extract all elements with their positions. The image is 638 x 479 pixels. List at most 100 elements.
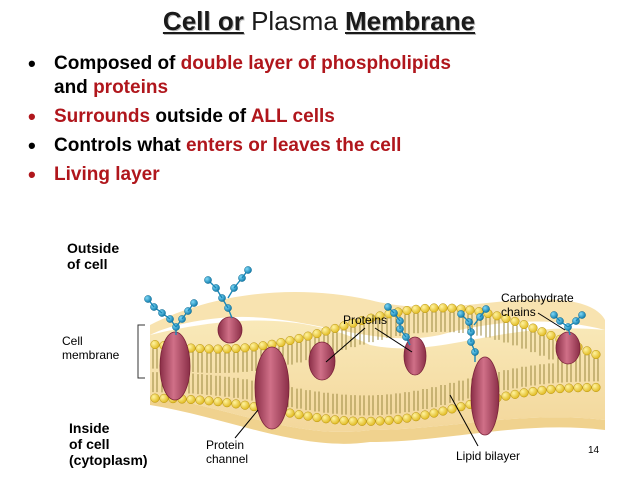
lipid-head [375,311,385,321]
bullet-item: and proteins [26,76,626,100]
bullet-item: •Living layer [26,163,626,187]
title-part-cell-or: Cell or [162,6,244,36]
lipid-head [411,412,421,422]
bullet-text: Composed of [54,53,181,74]
sugar-bead [550,311,558,319]
lipid-head [582,382,592,393]
bullet-dot: • [28,162,36,187]
protein [470,356,500,436]
lipid-head [519,388,529,398]
bullet-text: and [54,77,94,98]
carbohydrate-pointer [537,312,566,331]
lipid-head [384,415,394,425]
lipid-head [501,313,511,324]
carbohydrate-chains [144,266,586,362]
lipid-head [348,318,358,328]
lipid-head [438,406,448,416]
lipid-head [447,404,457,414]
lipid-head [150,340,160,350]
cell-membrane-bracket [137,324,145,379]
lipid-head [429,303,439,313]
lipid-head [582,346,592,356]
lipid-head [375,416,385,426]
lipid-head [339,321,349,331]
lipid-head [231,399,241,409]
lipid-head [222,344,232,354]
lipid-head [195,395,205,405]
lipid-head [285,336,295,346]
lipid-head [528,323,538,333]
sugar-bead [457,310,465,318]
lipid-head [303,331,313,341]
membrane-proteins [159,316,581,436]
lipid-head [312,413,322,423]
lipid-head [393,414,403,424]
lipid-head [150,393,160,403]
sugar-bead [190,299,198,307]
lipid-head [321,414,331,424]
lipid-head [294,410,304,420]
title-part-plasma: Plasma [251,6,338,36]
lipid-head [231,343,241,354]
lipid-head [528,386,538,396]
lipid-head [519,320,529,330]
lipid-bilayer-pointer [449,394,479,447]
protein [308,341,336,381]
lipid-head [303,411,313,421]
lipid-head [357,416,367,426]
lipid-head [276,338,286,348]
lipid-head [555,384,565,394]
proteins-pointer-2 [374,327,413,353]
lipid-head [357,316,367,326]
lipid-head [501,391,511,401]
lipid-head [447,303,457,313]
lipid-head [546,384,556,394]
bullet-dot: • [28,133,36,158]
lipid-head [402,305,412,316]
lipid-head [537,327,547,337]
lipid-head [159,393,169,403]
lipid-head [213,344,223,354]
lipid-head [240,400,250,410]
lipid-head [249,342,259,352]
sugar-bead [482,305,490,313]
lipid-head [348,416,358,426]
protein [159,331,191,401]
title-part-membrane: Membrane [345,6,476,36]
lipid-head [510,389,520,399]
lipid-head [330,415,340,425]
protein [254,346,290,430]
bullet-text: Controls what [54,135,186,156]
sugar-bead [144,295,152,303]
sugar-bead [204,276,212,284]
bullet-list: • Composed of double layer of phospholipi… [26,52,626,192]
label-proteins: Proteins [343,313,388,327]
slide-title: Cell or Plasma Membrane [0,6,638,37]
lipid-head [366,313,376,323]
page-number: 14 [588,445,600,456]
lipid-head [465,305,475,315]
lipid-head [429,408,439,418]
lipid-head [591,349,601,360]
lipid-head [591,382,601,392]
lipid-head [186,394,196,405]
lipid-head [420,303,430,314]
protein-channel-pointer [234,409,259,439]
bullet-item: •Surrounds outside of ALL cells [26,105,626,129]
lipid-head [321,326,331,336]
lipid-head [294,333,304,343]
lipid-head [438,303,448,313]
bullet-text: proteins [93,77,169,98]
lipid-head [312,329,322,339]
lipid-head [258,341,268,351]
lipid-head [573,383,583,393]
bullet-text: Surrounds [54,106,151,127]
lipid-head [285,408,295,418]
lipid-head [339,416,349,426]
sugar-bead [384,303,392,311]
lipid-head [213,397,223,407]
bullet-text: double layer of phospholipids [180,53,451,74]
